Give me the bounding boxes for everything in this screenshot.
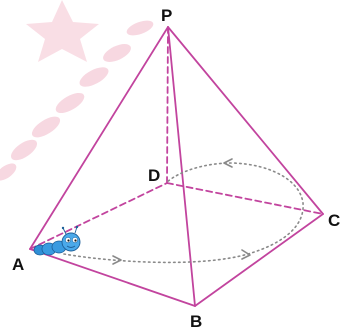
- edge-AB: [29, 248, 196, 307]
- vertex-label-P: P: [161, 6, 172, 25]
- edge-PC: [167, 26, 324, 215]
- vertex-label-D: D: [148, 166, 160, 185]
- star-watermark-icon: [26, 0, 99, 62]
- vertex-label-B: B: [190, 312, 202, 331]
- path-arrows: [112, 158, 251, 265]
- edge-PA: [29, 26, 169, 250]
- arrow-left-icon: [223, 158, 233, 168]
- caterpillar-icon: [33, 225, 81, 256]
- hidden-edges: [29, 26, 324, 250]
- arrow-right-icon: [112, 255, 122, 265]
- edge-BC: [194, 213, 324, 307]
- vertex-label-A: A: [12, 255, 24, 274]
- vertex-label-C: C: [328, 211, 340, 230]
- background-watermark: [0, 0, 154, 181]
- edge-PB: [167, 26, 196, 307]
- bead-string: [0, 20, 154, 181]
- arrow-right-icon: [241, 249, 251, 260]
- edge-DC: [166, 182, 324, 215]
- travel-path: [63, 162, 304, 264]
- visible-edges: [29, 26, 324, 307]
- edge-PD: [166, 26, 169, 184]
- edge-AD: [29, 182, 168, 250]
